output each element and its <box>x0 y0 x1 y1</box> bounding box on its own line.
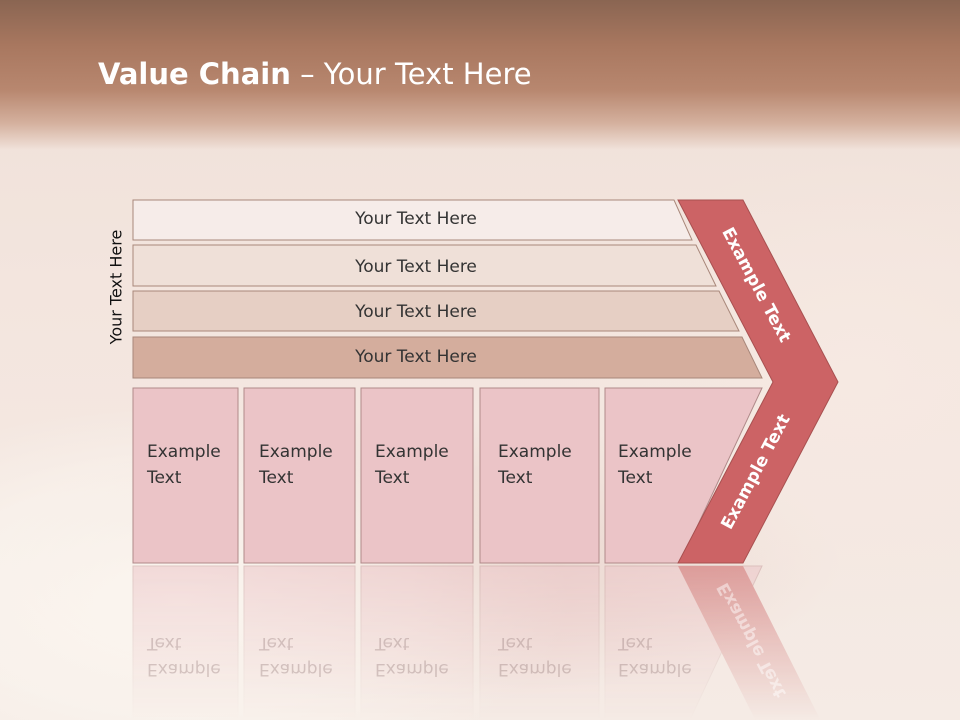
title-rest: – Your Text Here <box>290 57 532 91</box>
row-bar-1 <box>132 199 693 241</box>
cell-label-4: Example Text <box>498 442 572 488</box>
cell-label-5: Example Text <box>618 442 692 488</box>
reflection-label-3: Example Text <box>375 633 449 679</box>
row-label-4: Your Text Here <box>355 347 477 367</box>
row-label-2: Your Text Here <box>355 257 477 277</box>
title-bold: Value Chain <box>98 57 291 91</box>
cell-box-3 <box>360 387 474 564</box>
reflection-label-2: Example Text <box>259 633 333 679</box>
reflection-label-1: Example Text <box>147 633 221 679</box>
row-label-1: Your Text Here <box>355 209 477 229</box>
cell-label-2: Example Text <box>259 442 333 488</box>
title-bar <box>0 0 960 150</box>
row-bar-4 <box>132 336 763 379</box>
cell-box-2 <box>243 387 356 564</box>
cell-label-1: Example Text <box>147 442 221 488</box>
chevron-arrow <box>677 199 839 564</box>
row-bar-2 <box>132 244 717 287</box>
cell-box-4 <box>479 387 600 564</box>
row-bar-3 <box>132 290 740 332</box>
slide-title: Value Chain – Your Text Here <box>98 54 532 94</box>
cell-label-3: Example Text <box>375 442 449 488</box>
reflection-label-5: Example Text <box>618 633 692 679</box>
cell-box-1 <box>132 387 239 564</box>
row-label-3: Your Text Here <box>355 302 477 322</box>
diagram-reflection <box>132 565 821 720</box>
reflection-label-4: Example Text <box>498 633 572 679</box>
